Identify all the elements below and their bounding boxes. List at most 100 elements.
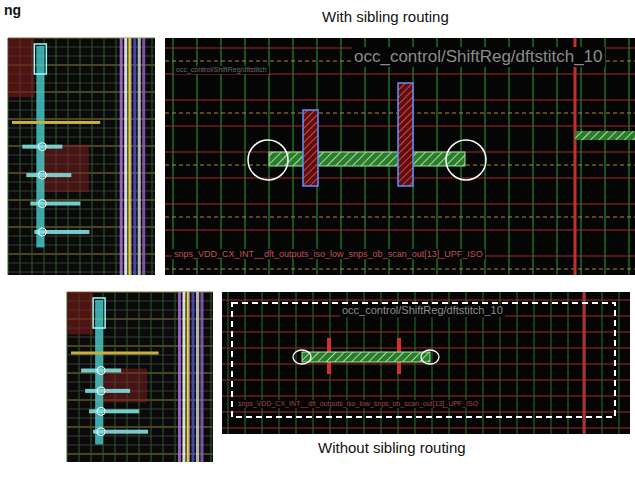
track-line [8,272,155,273]
grid-line [165,269,635,270]
net-route [12,121,100,124]
net-name: snps_VDD_CX_INT__dft_outputs_iso_low_snp… [172,249,485,259]
power-stripe [129,38,131,275]
grid-line [222,300,630,301]
grid-line [279,292,280,434]
track-line [8,209,155,210]
track-line [8,236,155,237]
net-pin [34,44,46,74]
power-stripe [200,292,203,462]
via-marker [97,387,105,395]
power-stripe [178,292,181,462]
pin-marker [446,140,486,180]
metal-segment [302,352,430,362]
track-line [128,38,129,275]
track-line [211,292,212,462]
track-line [67,364,213,365]
net-name: snps_VDD_CX_INT__dft_outputs_iso_low_snp… [236,400,480,408]
net-route [81,369,121,373]
power-stripe [133,38,136,275]
grid-line [165,217,635,218]
layout-panel [67,292,213,462]
track-line [152,38,153,275]
cell-block [37,145,88,192]
zoom-panel [222,292,630,434]
net-route [26,173,71,177]
grid-line [568,292,569,434]
grid-line [245,292,246,434]
via-marker [38,200,46,208]
instance-name: occ_control/ShiftReg/dftstitch_10 [340,304,505,317]
track-line [67,445,213,446]
via-marker [97,428,105,436]
track-line [67,409,213,410]
track-line [67,454,213,455]
via-marker [97,407,105,415]
track-line [8,101,155,102]
track-line [67,427,213,428]
figure-title: With sibling routing [322,8,449,25]
track-line [67,436,213,437]
net-route [22,145,62,149]
cell-block [67,292,93,335]
layout-panel [8,38,155,275]
power-stripe [129,38,132,275]
track-line [8,200,155,201]
track-line [8,254,155,255]
grid-line [551,292,552,434]
net-pin [93,298,105,328]
track-line [151,292,152,462]
metal-segment [269,152,465,166]
grid-line [262,292,263,434]
metal-segment [575,131,635,140]
grid-line [585,292,586,434]
pin-marker [421,350,439,364]
via-marker [38,228,46,236]
instance-name: occ_control/ShiftReg/dftstitch [174,66,269,74]
power-stripe [187,292,190,462]
pin-marker [248,140,288,180]
via-marker [38,171,46,179]
grid-line [222,348,630,349]
power-stripe [124,38,127,275]
power-stripe [191,292,194,462]
power-stripe [574,38,577,275]
pin-marker [293,350,311,364]
via-marker [38,143,46,151]
grid-line [313,292,314,434]
sibling-stub [303,110,318,186]
grid-line [228,292,229,434]
grid-line [165,203,635,204]
cell-block [8,38,34,97]
grid-line [534,292,535,434]
track-line [92,38,93,275]
power-stripe [583,292,586,434]
track-line [67,355,213,356]
track-line [8,119,155,120]
net-route [34,230,89,234]
power-stripe [187,292,189,462]
track-line [175,292,176,462]
power-stripe [138,38,141,275]
grid-line [165,229,635,230]
power-stripe [120,38,123,275]
track-line [8,227,155,228]
track-line [8,263,155,264]
track-line [67,337,213,338]
grid-line [222,396,630,397]
track-line [8,110,155,111]
grid-line [517,292,518,434]
grid-line [222,332,630,333]
figure-caption: Without sibling routing [318,439,466,456]
cut-heading: ng [2,2,23,18]
net-route [71,352,159,355]
net-route [85,389,130,393]
track-line [8,128,155,129]
highlight-box [232,303,615,417]
power-stripe [182,292,185,462]
track-line [8,245,155,246]
power-stripe [142,38,145,275]
grid-line [619,292,620,434]
track-line [104,38,105,275]
